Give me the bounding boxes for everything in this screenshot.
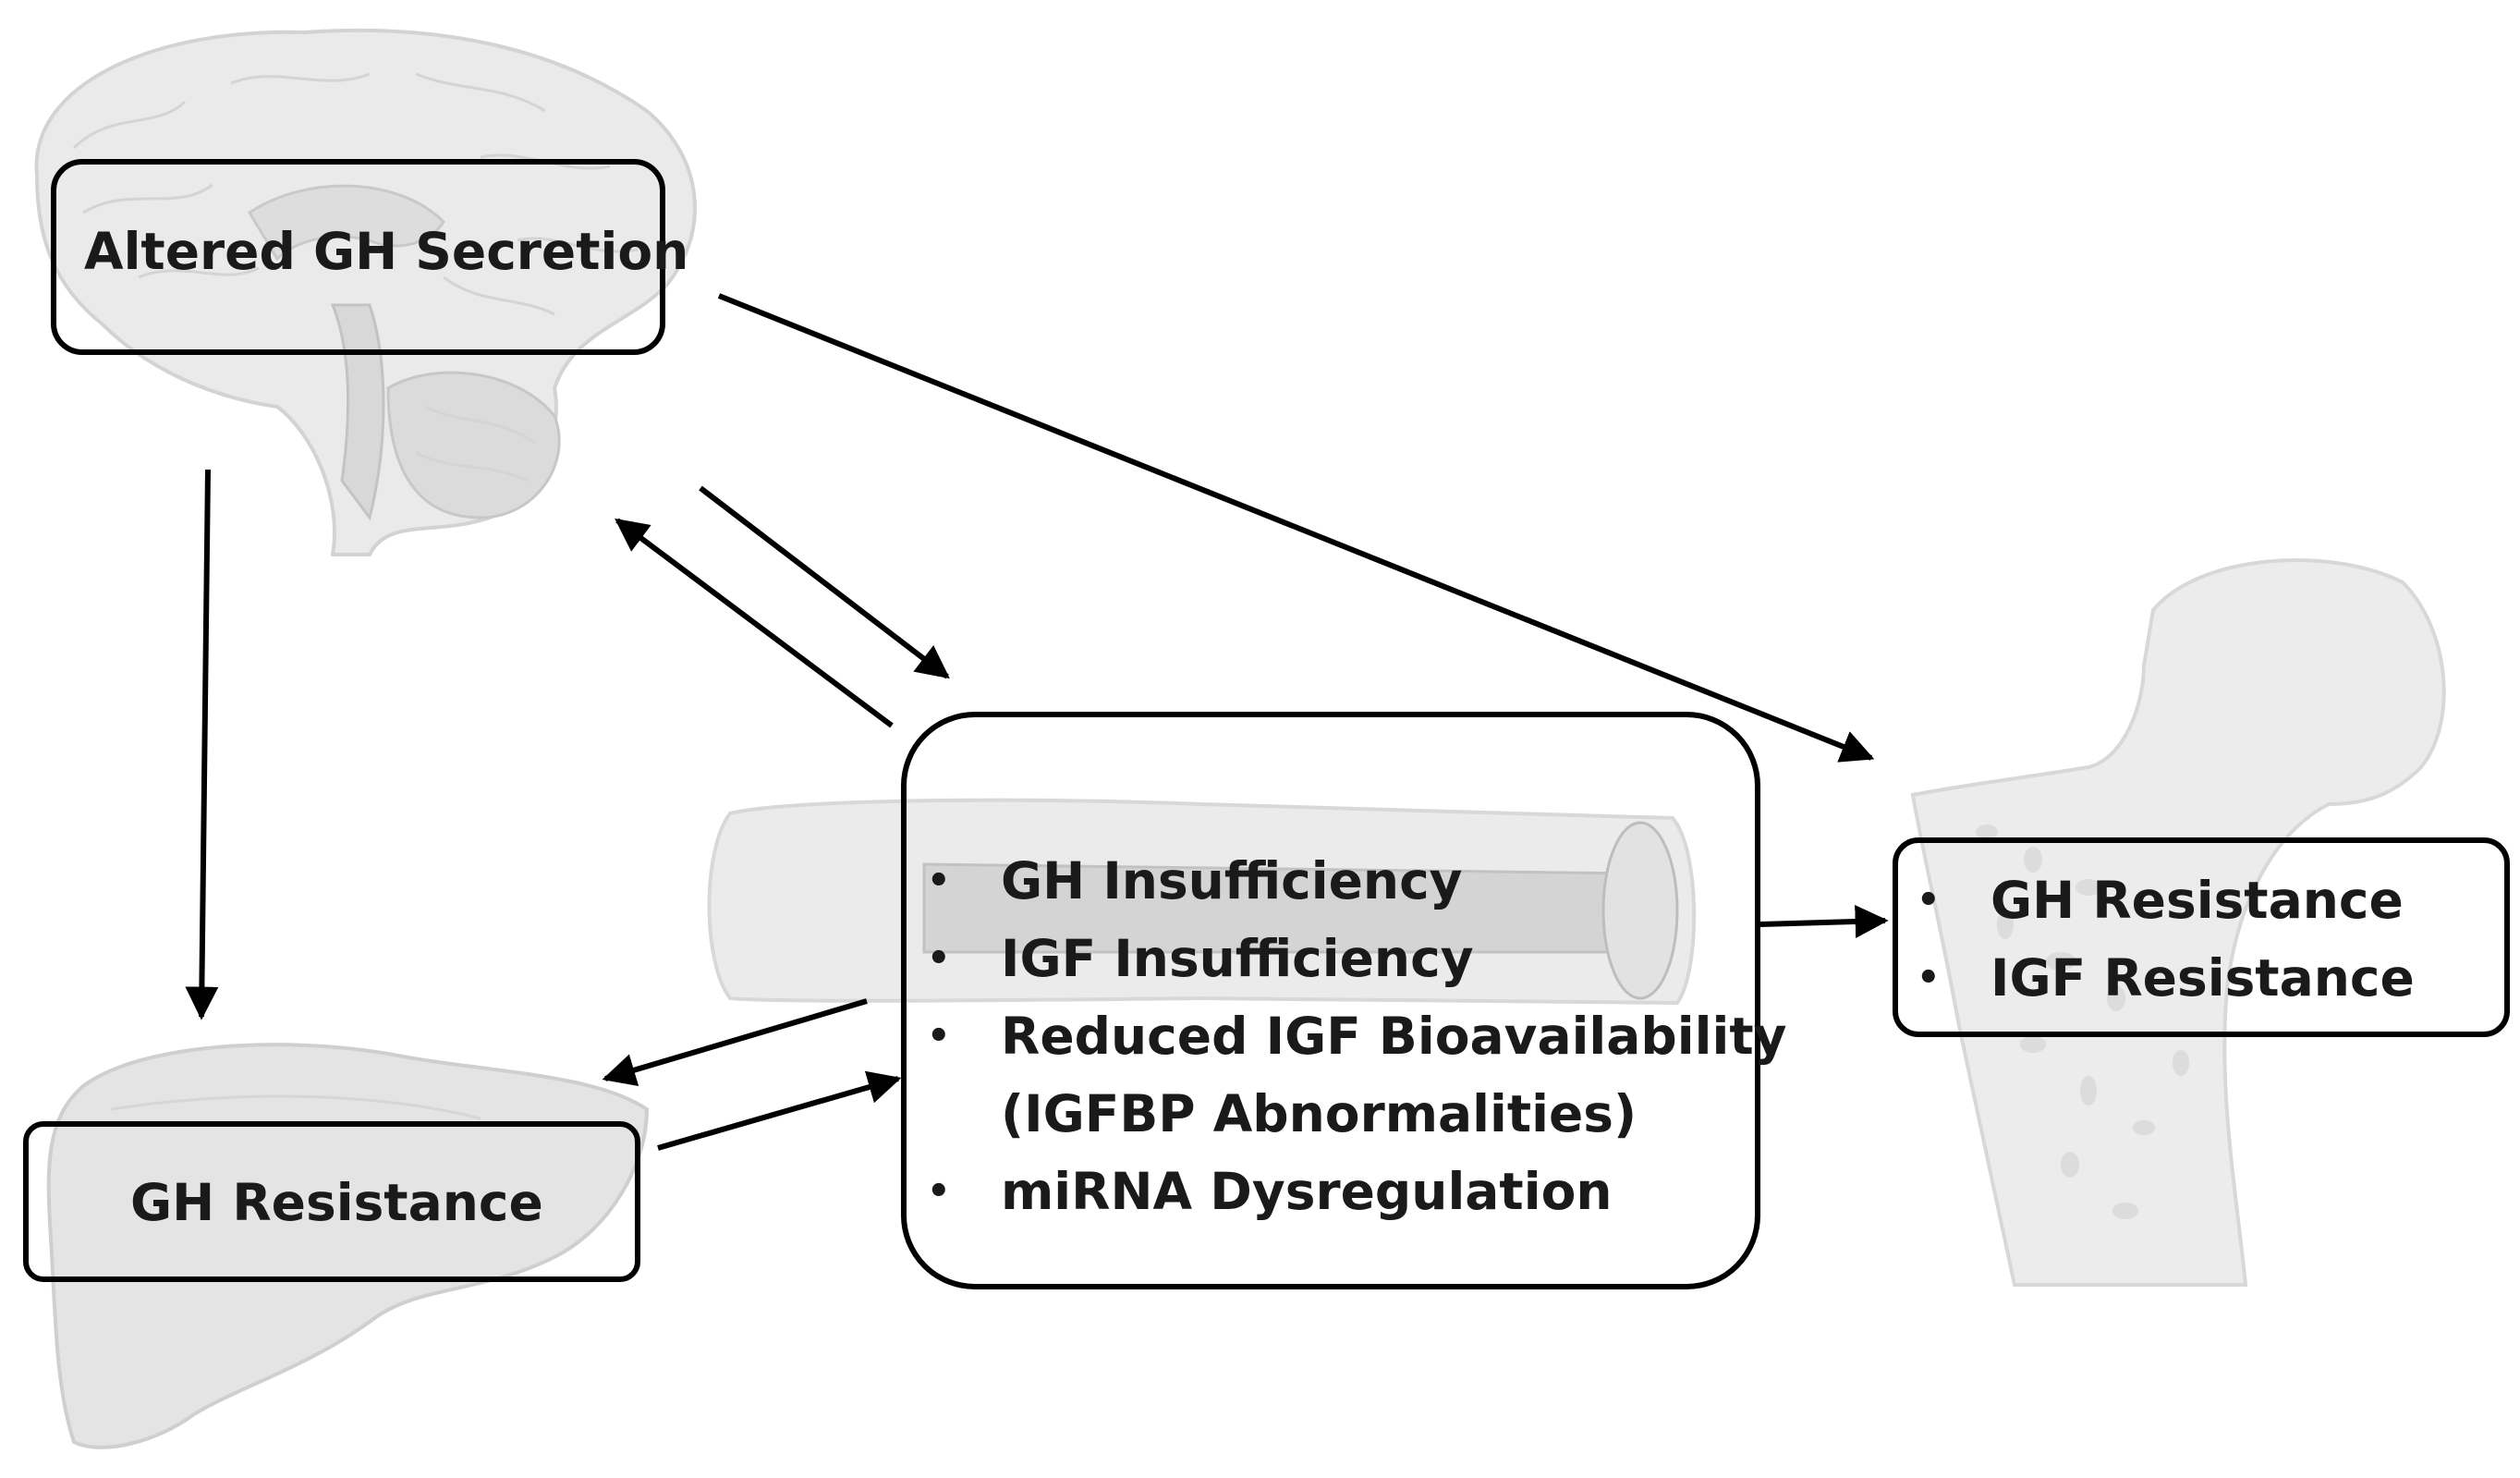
list-item-text: GH Resistance [1990,871,2404,930]
altered-gh-secretion-box: Altered GH Secretion [51,159,688,355]
arrow-liver-to-blood [657,1070,902,1151]
liver-icon [46,1043,650,1449]
list-item: • IGF Insufficiency [927,920,1740,997]
list-item: • Reduced IGF Bioavailability [927,997,1786,1075]
bullet-marker: • [927,1170,951,1213]
liver-gh-resistance-box: GH Resistance [23,1121,640,1282]
arrow-blood-to-brain [615,518,894,728]
bone-list: • GH Resistance • IGF Resistance [1917,861,2490,1017]
arrow-blood-to-liver [602,998,868,1087]
blood-vessel-icon [707,798,1697,1006]
list-item: • IGF Resistance [1917,939,2490,1017]
bullet-marker: • [927,937,951,980]
list-item: • GH Insufficiency [927,842,1740,920]
bullet-marker: • [1917,957,1941,999]
bone-resistance-box: • GH Resistance • IGF Resistance [1893,837,2510,1037]
list-item: (IGFBP Abnormalities) [927,1075,1740,1153]
list-item-text: miRNA Dysregulation [1001,1162,1613,1221]
circulation-list: • GH Insufficiency • IGF Insufficiency •… [927,842,1786,1230]
list-item: • miRNA Dysregulation [927,1153,1740,1230]
list-item-text: (IGFBP Abnormalities) [1001,1084,1637,1143]
list-item-text: IGF Resistance [1990,948,2415,1008]
arrow-brain-to-liver [185,469,219,1020]
bullet-marker: • [1917,879,1941,922]
list-item-text: GH Insufficiency [1001,851,1463,910]
list-item: • GH Resistance [1917,861,2490,939]
list-item-text: IGF Insufficiency [1001,929,1474,988]
arrow-brain-to-bone [717,293,1875,763]
altered-gh-secretion-label: Altered GH Secretion [84,222,689,281]
femur-bone-icon [1910,558,2446,1287]
bullet-marker: • [927,1015,951,1057]
list-item-text: Reduced IGF Bioavailability [1001,1007,1787,1066]
bullet-marker: • [927,860,951,902]
circulation-box: • GH Insufficiency • IGF Insufficiency •… [901,712,1786,1289]
arrow-blood-to-bone [1759,904,1889,938]
arrow-brain-to-blood [699,485,950,679]
liver-gh-resistance-label: GH Resistance [130,1173,543,1232]
